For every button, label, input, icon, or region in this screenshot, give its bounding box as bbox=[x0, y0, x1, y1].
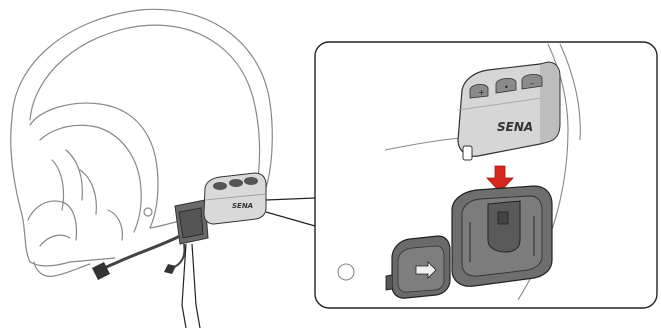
helmet-illustration bbox=[11, 9, 273, 276]
zoom-connector bbox=[266, 198, 315, 226]
svg-text:–: – bbox=[530, 79, 534, 88]
mounting-clip-icon bbox=[452, 186, 552, 286]
headset-brand-large: SENA bbox=[497, 120, 533, 134]
headset-unit-icon: SENA bbox=[92, 173, 266, 280]
svg-text:•: • bbox=[504, 83, 509, 92]
headset-brand-small: SENA bbox=[232, 202, 253, 210]
zoom-detail-panel: + • – SENA bbox=[315, 42, 657, 308]
callout-leader-lines bbox=[182, 244, 200, 328]
svg-text:+: + bbox=[478, 88, 485, 97]
